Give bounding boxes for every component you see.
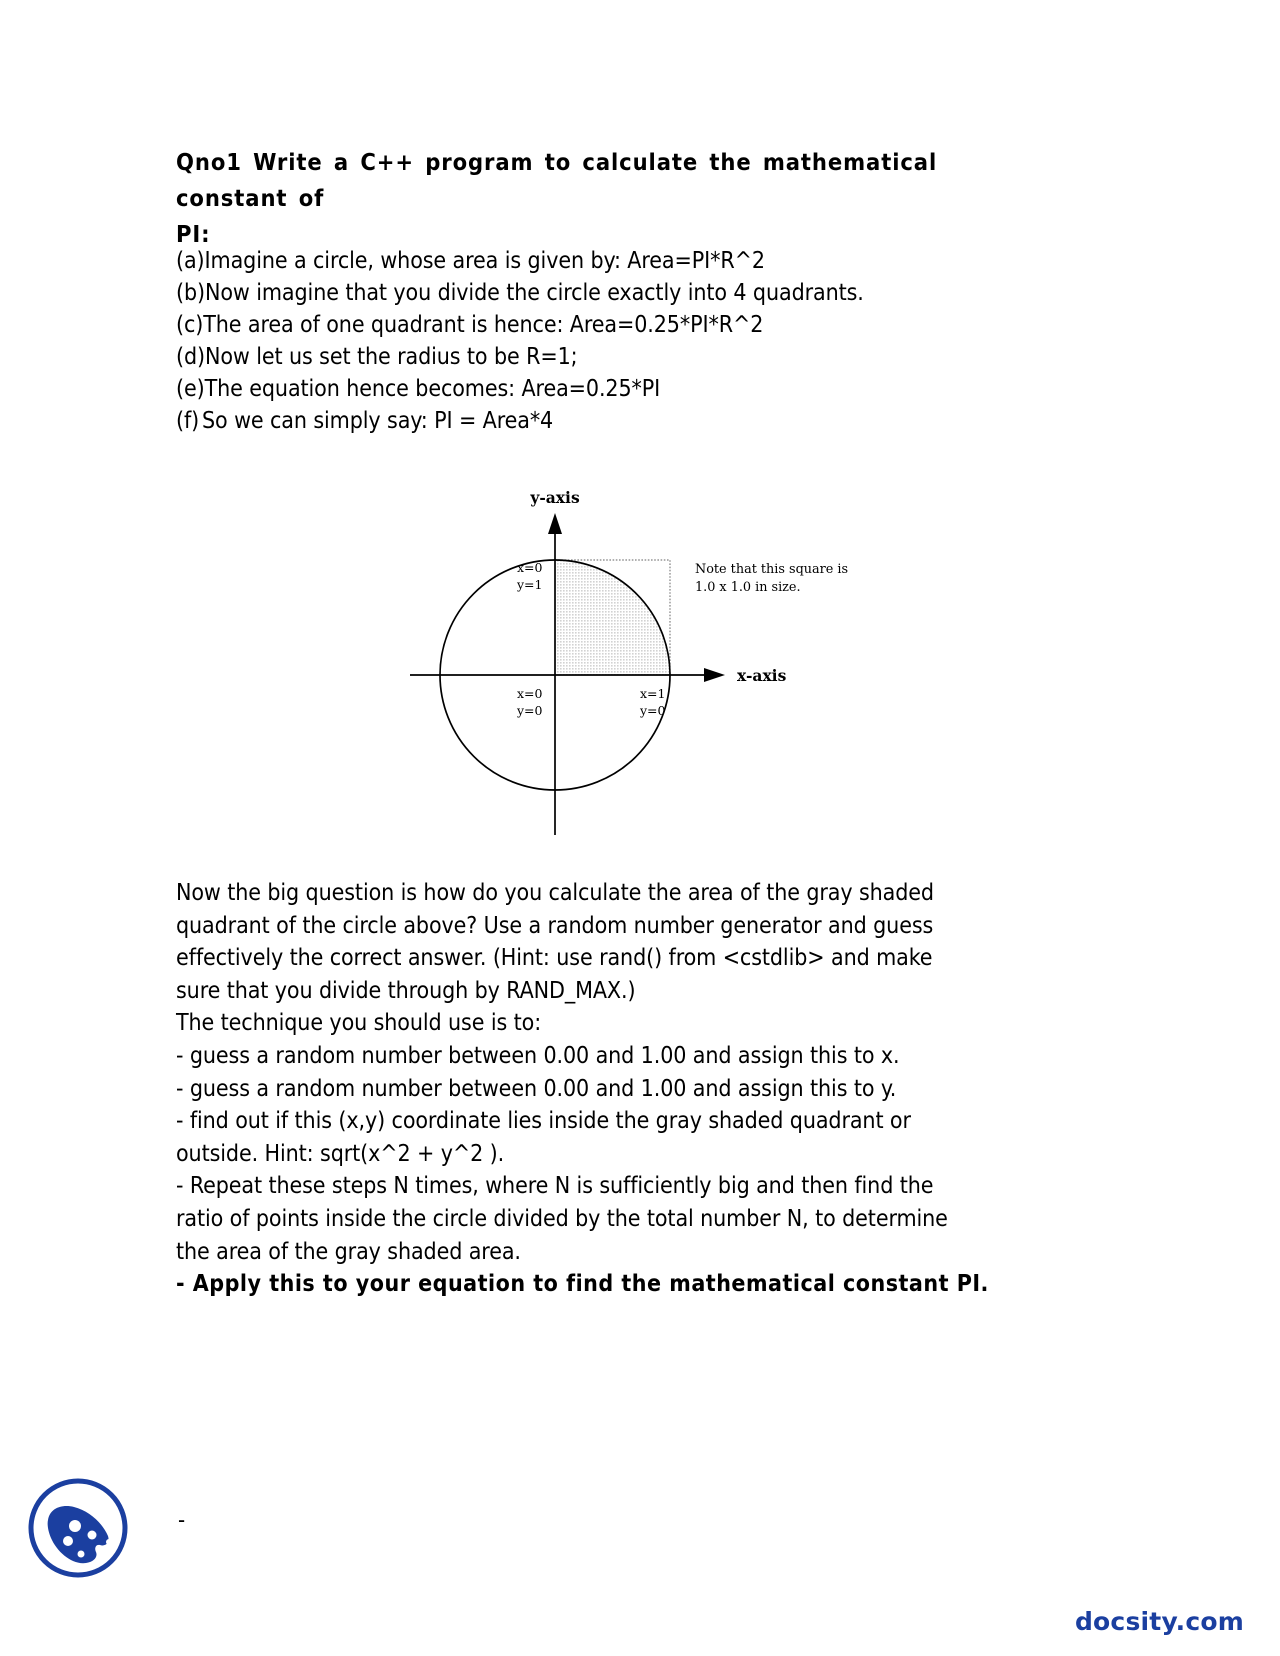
label-top-left-line1: x=0	[517, 560, 543, 575]
body-line-emphasis: - Apply this to your equation to find th…	[176, 1271, 989, 1298]
list-item: (b)Now imagine that you divide the circl…	[176, 277, 1056, 309]
body-line: quadrant of the circle above? Use a rand…	[176, 912, 934, 939]
body-text: Now the big question is how do you calcu…	[176, 877, 1056, 1301]
list-text: Now let us set the radius to be R=1;	[205, 344, 578, 370]
list-text: The equation hence becomes: Area=0.25*PI	[204, 376, 661, 402]
body-line: ratio of points inside the circle divide…	[176, 1205, 948, 1232]
body-line: the area of the gray shaded area.	[176, 1238, 521, 1265]
title-line-1: Qno1 Write a C++ program to calculate th…	[176, 148, 938, 212]
list-item: (e)The equation hence becomes: Area=0.25…	[176, 373, 1056, 405]
list-item: (f)So we can simply say: PI = Area*4	[176, 405, 1056, 437]
list-marker: (b)	[176, 280, 205, 306]
page-title: Qno1 Write a C++ program to calculate th…	[176, 144, 1042, 252]
label-bottom-right-line1: x=1	[640, 686, 665, 701]
list-marker: (a)	[176, 248, 205, 274]
list-marker: (d)	[176, 344, 205, 370]
y-axis-arrowhead	[548, 513, 562, 534]
shaded-quadrant	[555, 560, 670, 675]
list-text: Imagine a circle, whose area is given by…	[204, 248, 765, 274]
docsity-wordmark: docsity.com	[1074, 1607, 1244, 1636]
body-line: The technique you should use is to:	[176, 1010, 542, 1037]
list-marker: (c)	[176, 312, 204, 338]
x-axis-arrowhead	[704, 668, 725, 682]
y-axis-label: y-axis	[529, 488, 580, 507]
circle-quadrant-diagram: y-axis x-axis x=0 y=1 x=0 y=0 x=1 y=0 No…	[395, 485, 865, 855]
list-item: (d)Now let us set the radius to be R=1;	[176, 341, 1056, 373]
footer-dash: -	[178, 1508, 186, 1533]
list-text: Now imagine that you divide the circle e…	[205, 280, 864, 306]
square-note-line-1: Note that this square is	[695, 562, 848, 577]
body-line: outside. Hint: sqrt(x^2 + y^2 ).	[176, 1140, 505, 1167]
body-line: - guess a random number between 0.00 and…	[176, 1042, 900, 1069]
list-item: (c)The area of one quadrant is hence: Ar…	[176, 309, 1056, 341]
list-marker: (f)	[176, 408, 200, 434]
body-line: Now the big question is how do you calcu…	[176, 880, 934, 906]
list-text: The area of one quadrant is hence: Area=…	[203, 312, 764, 338]
list-marker: (e)	[176, 376, 205, 402]
title-line-2: PI:	[176, 220, 211, 248]
body-line: sure that you divide through by RAND_MAX…	[176, 977, 636, 1004]
list-text: So we can simply say: PI = Area*4	[202, 408, 554, 434]
body-line: - find out if this (x,y) coordinate lies…	[176, 1108, 911, 1135]
square-note-line-2: 1.0 x 1.0 in size.	[695, 580, 801, 595]
label-bottom-right-line2: y=0	[639, 703, 666, 718]
label-origin-line2: y=0	[516, 703, 543, 718]
body-line: - Repeat these steps N times, where N is…	[176, 1173, 934, 1200]
docsity-logo-icon	[24, 1474, 132, 1582]
x-axis-label: x-axis	[737, 666, 787, 685]
label-top-left-line2: y=1	[516, 577, 543, 592]
label-origin-line1: x=0	[517, 686, 543, 701]
body-line: effectively the correct answer. (Hint: u…	[176, 945, 933, 972]
lettered-list: (a)Imagine a circle, whose area is given…	[176, 245, 1056, 437]
list-item: (a)Imagine a circle, whose area is given…	[176, 245, 1056, 277]
body-line: - guess a random number between 0.00 and…	[176, 1075, 897, 1102]
